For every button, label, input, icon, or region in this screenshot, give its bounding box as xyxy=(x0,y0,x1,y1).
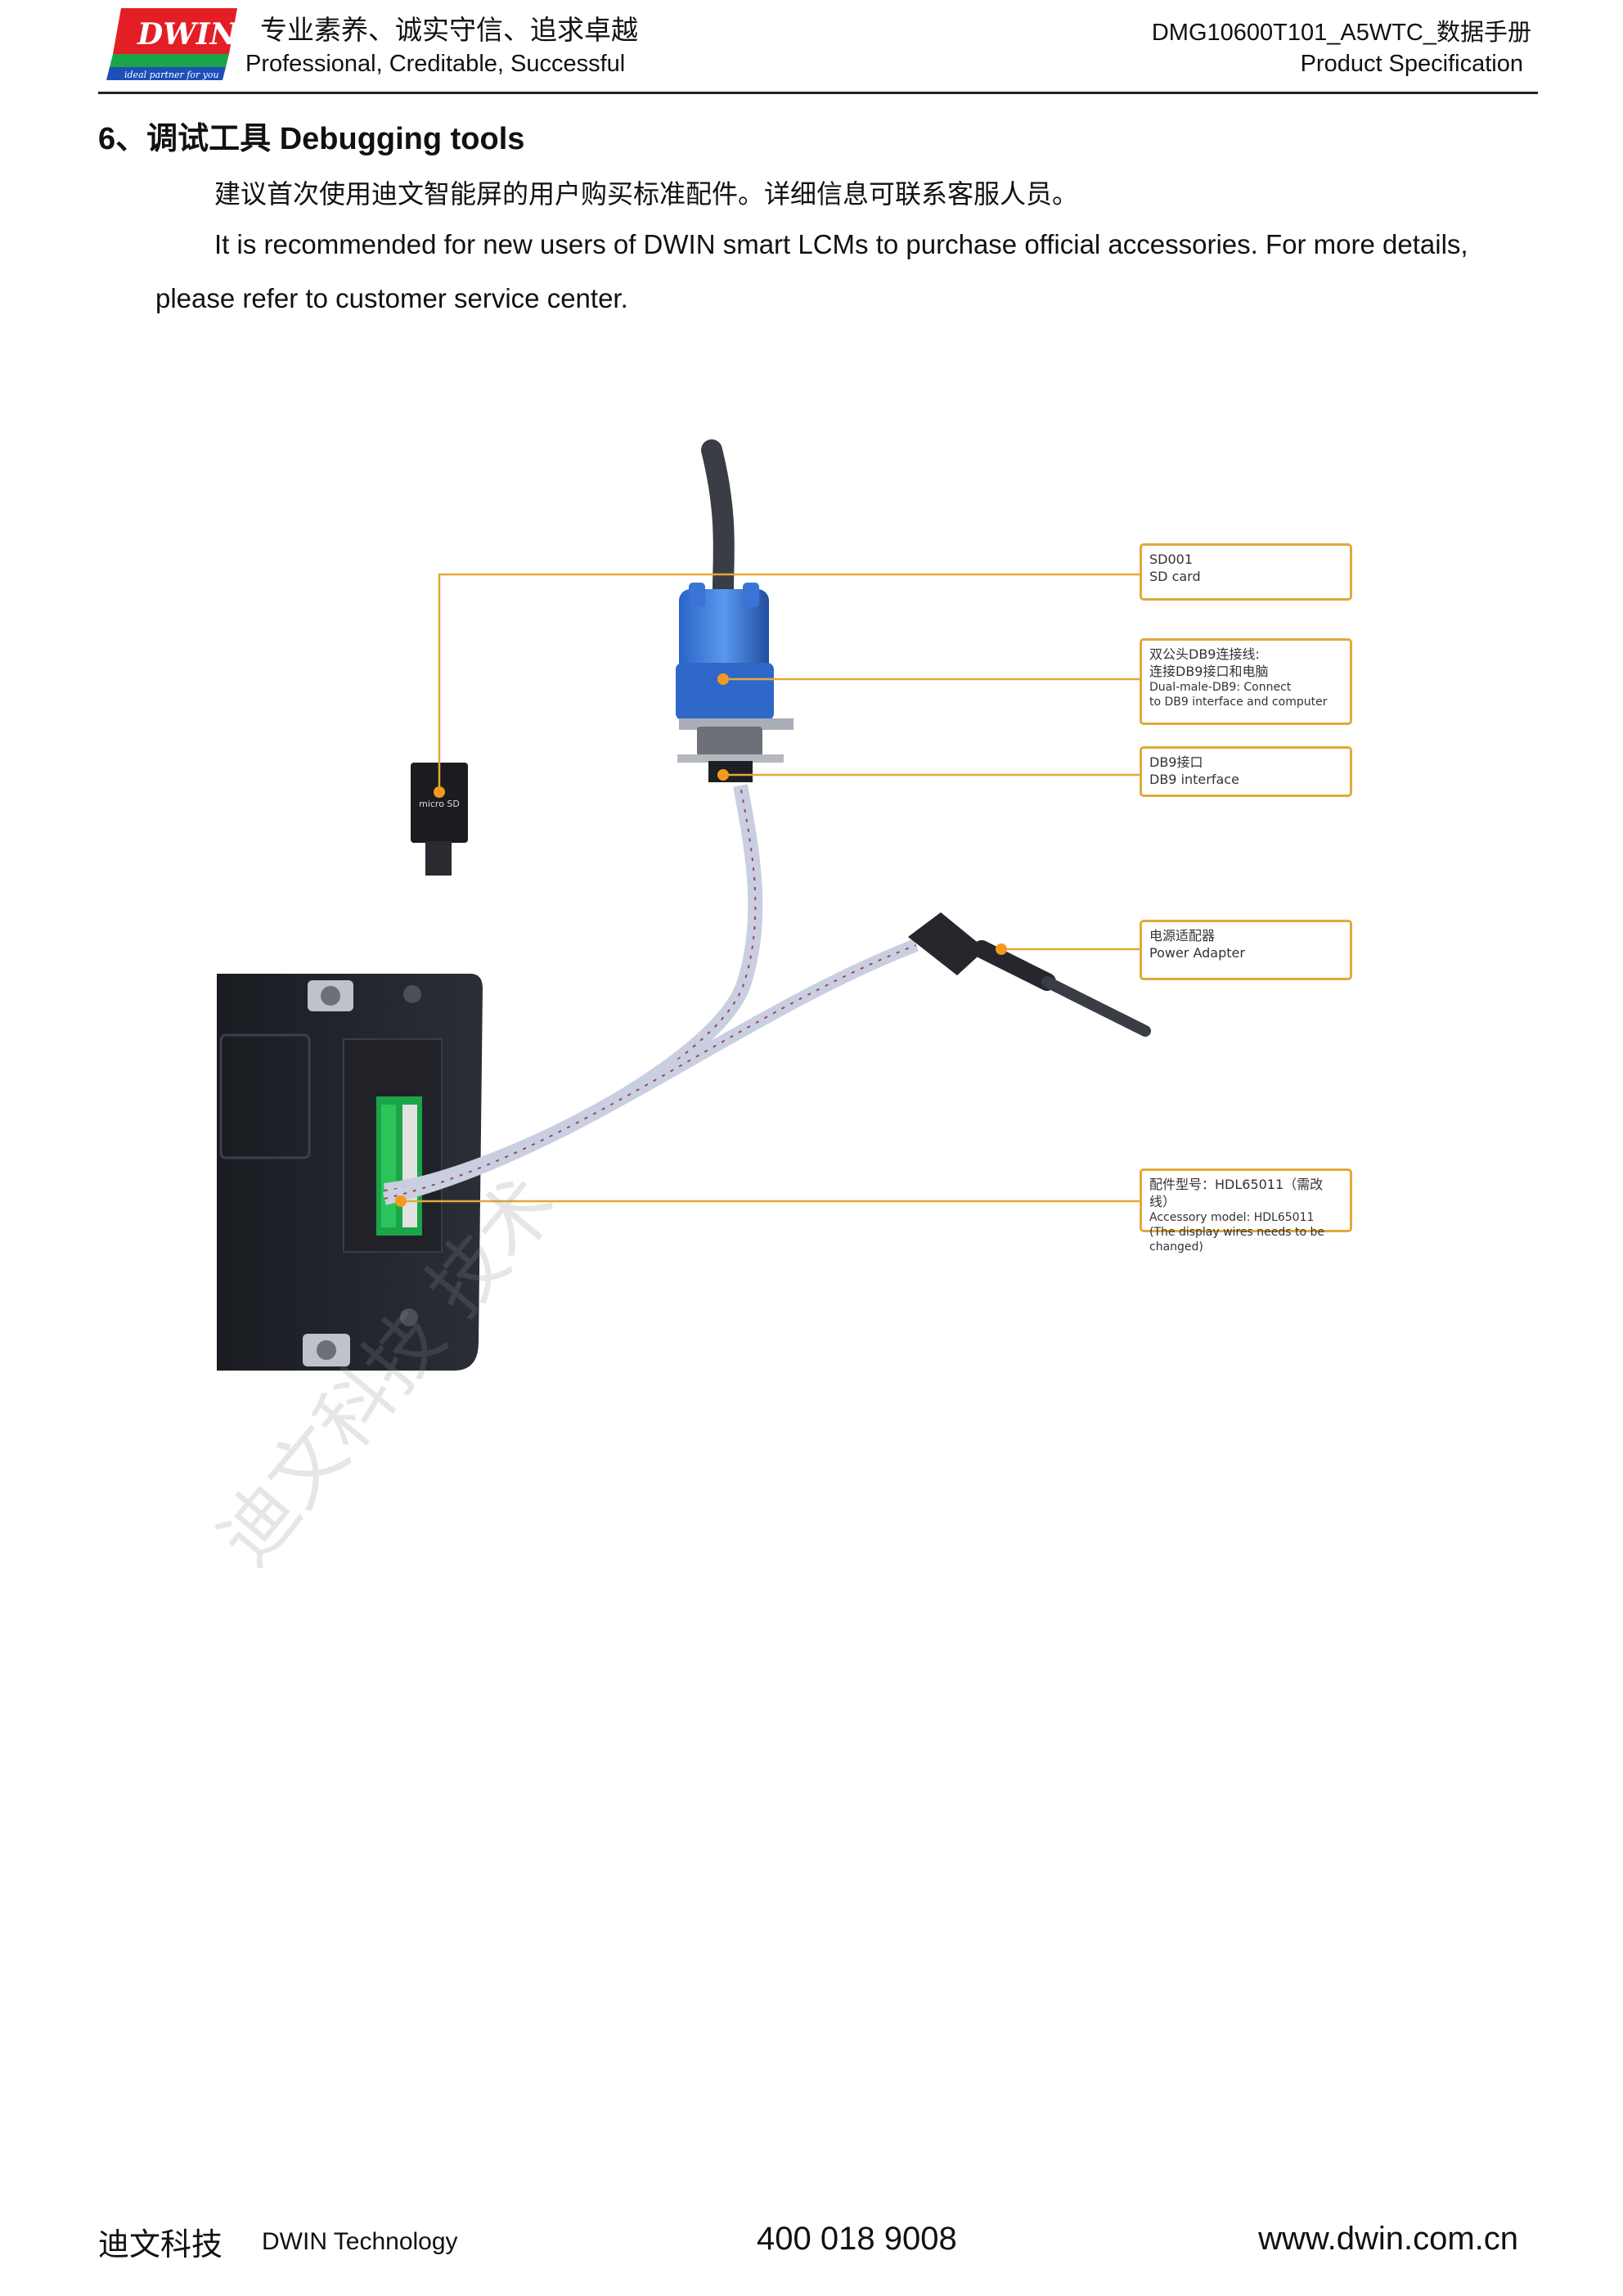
callout-accessory-model-line1: 配件型号：HDL65011（需改线） xyxy=(1149,1177,1324,1209)
callout-sd-card: SD001 SD card xyxy=(1140,543,1352,601)
intro-paragraph-en-line2: please refer to customer service center. xyxy=(155,283,628,313)
logo-text: DWIN xyxy=(137,17,237,52)
accessories-figure: micro SD xyxy=(0,393,1623,1407)
callout-power-adapter-line1: 电源适配器 xyxy=(1149,928,1216,943)
callout-accessory-model: 配件型号：HDL65011（需改线） Accessory model: HDL6… xyxy=(1140,1168,1352,1254)
footer-website: www.dwin.com.cn xyxy=(1258,2221,1518,2257)
callout-db9-interface-line1: DB9接口 xyxy=(1149,754,1203,770)
doc-id: DMG10600T101_A5WTC_数据手册 xyxy=(1151,20,1531,46)
doc-type: Product Specification xyxy=(1300,51,1523,77)
callout-power-adapter: 电源适配器 Power Adapter xyxy=(1140,920,1352,980)
callout-db9-cable-line2: 连接DB9接口和电脑 xyxy=(1149,664,1269,679)
callout-sd-card-line1: SD001 xyxy=(1149,551,1194,567)
callout-sd-card-line2: SD card xyxy=(1149,569,1201,584)
intro-paragraph-en-line1: It is recommended for new users of DWIN … xyxy=(214,229,1468,259)
callout-db9-cable-line1: 双公头DB9连接线: xyxy=(1149,646,1260,662)
callout-accessory-model-line3: (The display wires needs to be changed) xyxy=(1149,1226,1324,1254)
callout-db9-interface: DB9接口 DB9 interface xyxy=(1140,746,1352,797)
pc-cable xyxy=(701,439,735,600)
dwin-logo: DWIN ideal partner for you xyxy=(106,5,238,82)
section-title: 6、调试工具 Debugging tools xyxy=(98,122,525,156)
footer-company-cn: 迪文科技 xyxy=(98,2226,223,2262)
sd-card-label: micro SD xyxy=(419,799,460,809)
db9-cable-connector xyxy=(676,583,794,782)
footer-company-en: DWIN Technology xyxy=(262,2228,458,2255)
leader-lines xyxy=(401,573,1140,1203)
callout-accessory-model-line2: Accessory model: HDL65011 xyxy=(1149,1211,1315,1224)
slogan-en: Professional, Creditable, Successful xyxy=(245,51,626,77)
callout-db9-cable-line4: to DB9 interface and computer xyxy=(1149,696,1328,709)
callout-power-adapter-line2: Power Adapter xyxy=(1149,945,1245,961)
callout-db9-interface-line2: DB9 interface xyxy=(1149,772,1239,787)
power-adapter-plug xyxy=(908,912,1151,1037)
accessories-illustration: micro SD xyxy=(217,439,1151,1371)
logo-tagline: ideal partner for you xyxy=(124,70,219,80)
ribbon-cable-power xyxy=(383,939,919,1205)
slogan-cn: 专业素养、诚实守信、追求卓越 xyxy=(260,14,638,46)
callout-markers xyxy=(395,673,1007,1207)
display-back-panel xyxy=(217,974,483,1371)
footer-phone: 400 018 9008 xyxy=(757,2221,957,2257)
callout-db9-cable: 双公头DB9连接线: 连接DB9接口和电脑 Dual-male-DB9: Con… xyxy=(1140,638,1352,725)
intro-paragraph-cn: 建议首次使用迪文智能屏的用户购买标准配件。详细信息可联系客服人员。 xyxy=(214,178,1079,209)
header-rule xyxy=(98,92,1538,94)
callout-db9-cable-line3: Dual-male-DB9: Connect xyxy=(1149,681,1292,694)
sd-card: micro SD xyxy=(411,763,468,876)
